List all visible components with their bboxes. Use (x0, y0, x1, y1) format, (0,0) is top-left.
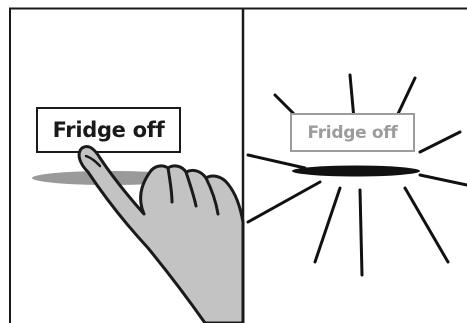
hand-shape (79, 146, 243, 323)
